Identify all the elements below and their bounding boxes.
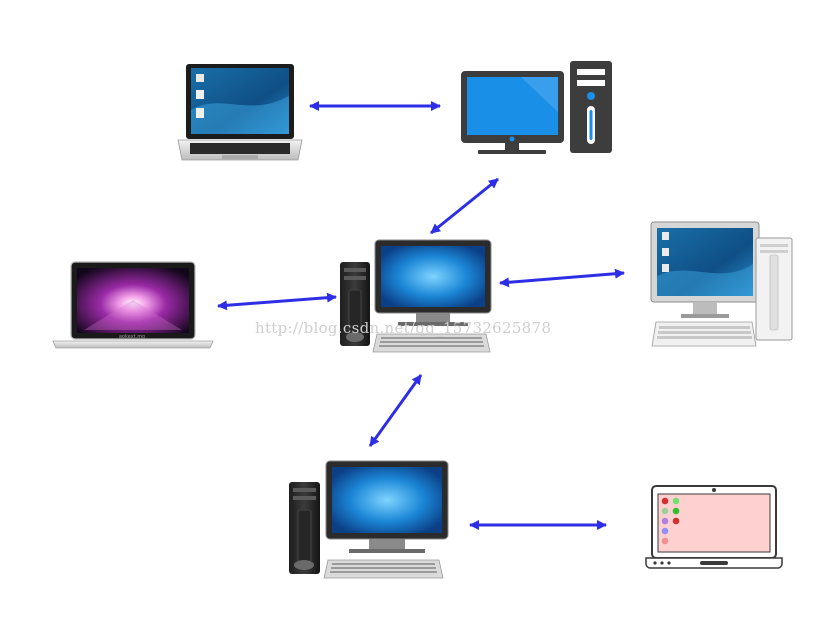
- arrow-center-to-bottom-desktop: [368, 374, 423, 447]
- macbook-screen-caption: aokext.mo: [118, 334, 146, 340]
- arrow-center-to-right-desktop: [499, 268, 625, 288]
- connection-arrows: [217, 101, 625, 530]
- desktop-crt-icon: [650, 221, 793, 347]
- macbook-icon: [52, 261, 214, 349]
- laptop-icon: [177, 64, 303, 161]
- outline-laptop-icon: [645, 485, 783, 569]
- desktop-tower-icon: [340, 239, 492, 353]
- watermark-text: http://blog.csdn.net/qq_15732625878: [255, 319, 552, 337]
- arrow-macbook-to-center: [217, 292, 337, 311]
- flat-desktop-icon: [461, 61, 612, 154]
- arrow-center-to-top-desktop: [430, 177, 499, 235]
- desktop-tower-icon: [289, 460, 449, 579]
